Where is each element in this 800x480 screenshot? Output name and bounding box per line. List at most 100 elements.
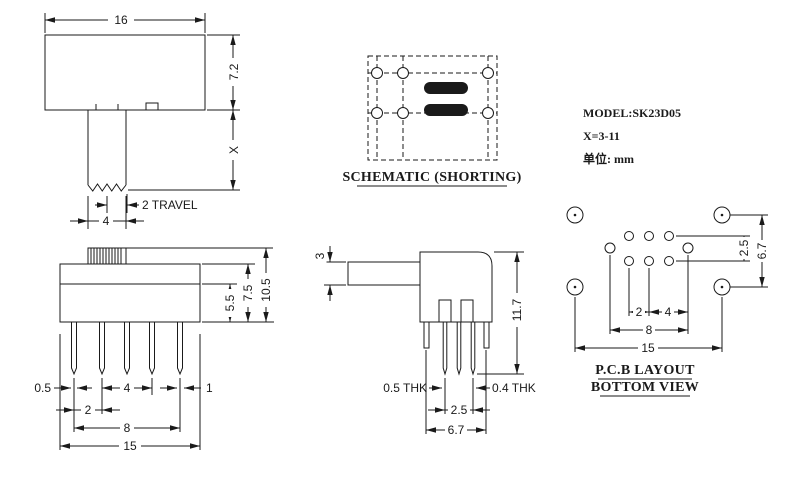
pin <box>71 321 77 376</box>
model-text: MODEL:SK23D05 <box>583 106 681 120</box>
dim-thk-right: 0.4 THK <box>476 381 536 395</box>
dim-h-7p5-text: 7.5 <box>241 284 255 301</box>
dim-pitch-outer-text: 4 <box>124 381 131 395</box>
dim-pin-span: 8 <box>74 378 181 435</box>
pins <box>71 321 183 376</box>
dim-pcb-15: 15 <box>574 297 723 355</box>
pin <box>149 321 155 376</box>
dim-total-h: 11.7 <box>477 251 524 375</box>
mount-lug <box>483 321 490 349</box>
dim-pin-span-text: 8 <box>124 421 131 435</box>
terminal-circle <box>482 107 494 119</box>
shorting-bar <box>424 104 468 116</box>
dim-stem-width-text: 4 <box>103 214 110 228</box>
dim-front-width-text: 16 <box>114 13 128 27</box>
terminal-circle <box>397 107 409 119</box>
terminal-window <box>460 299 474 323</box>
dim-h-10p5: 10.5 <box>126 247 273 322</box>
dim-pcb-hole-pitch-v-text: 6.7 <box>755 242 769 259</box>
schematic-caption: SCHEMATIC (SHORTING) <box>342 170 521 185</box>
shorting-bar <box>424 82 468 94</box>
mount-lug <box>423 321 430 349</box>
dim-pcb-row-pitch-text: 2.5 <box>737 239 751 256</box>
dim-thk-left: 0.5 THK <box>383 381 442 395</box>
dim-pcb-hole-pitch-v: 6.7 <box>730 214 769 288</box>
schematic-boundary <box>367 55 498 161</box>
dim-side-depth-text: 6.7 <box>448 423 465 437</box>
dim-body-width-text: 15 <box>123 439 137 453</box>
dim-pin-thk-text: 0.5 <box>34 381 51 395</box>
unit-text: 单位: mm <box>583 151 634 166</box>
pin <box>470 321 476 376</box>
dim-pitch-2-text: 2 <box>85 403 92 417</box>
dim-total-h-text: 11.7 <box>510 298 524 321</box>
pcb-caption-line1: P.C.B LAYOUT <box>595 363 695 378</box>
dim-pin-thk: 0.5 <box>34 381 92 395</box>
pin <box>442 321 448 376</box>
dim-thk-right-text: 0.4 THK <box>492 381 536 395</box>
pin-hole <box>664 231 674 241</box>
pin-hole <box>624 231 634 241</box>
dim-front-height-text: 7.2 <box>227 63 241 80</box>
terminal-circle <box>371 67 383 79</box>
body-latch-detail <box>145 102 159 111</box>
dim-h-7p5: 7.5 <box>202 263 255 322</box>
dim-edge-text: 1 <box>206 381 213 395</box>
dim-pcb-8: 8 <box>609 255 688 337</box>
dim-h-5p5-text: 5.5 <box>223 294 237 311</box>
pin-hole <box>644 231 654 241</box>
dim-side-pitch: 2.5 <box>428 378 490 417</box>
info-block: MODEL:SK23D05 X=3-11 单位: mm <box>583 106 681 166</box>
pcb-layout-view: 2.5 6.7 2 4 <box>566 206 769 397</box>
terminal-circle <box>482 67 494 79</box>
dim-travel: 2 TRAVEL <box>95 194 198 213</box>
schematic-view: SCHEMATIC (SHORTING) <box>342 55 521 187</box>
dim-pitch-outer: 4 <box>101 378 153 395</box>
x-range-text: X=3-11 <box>583 129 620 143</box>
front-view: 16 7.2 X 2 TRAVEL <box>44 13 241 229</box>
anchor-hole <box>604 242 616 254</box>
dim-pcb-2: 2 <box>628 268 650 319</box>
dim-pcb-2-text: 2 <box>636 305 643 319</box>
pin <box>177 321 183 376</box>
terminal-window <box>438 299 452 323</box>
dim-thk-left-text: 0.5 THK <box>383 381 427 395</box>
terminal-circle <box>371 107 383 119</box>
terminal-circle <box>397 67 409 79</box>
dim-stem-h: 3 <box>313 246 346 301</box>
pin <box>456 321 462 376</box>
front-pins-view: 5.5 7.5 10.5 0.5 <box>34 247 274 453</box>
dim-front-width: 16 <box>44 13 206 33</box>
dim-pcb-15-text: 15 <box>641 341 655 355</box>
switch-body-front <box>59 263 201 323</box>
break-line <box>87 183 127 192</box>
dim-h-5p5: 5.5 <box>202 283 274 323</box>
pin-hole <box>644 256 654 266</box>
anchor-hole <box>682 242 694 254</box>
dim-stem-width: 4 <box>70 196 144 229</box>
dim-pitch-2: 2 <box>56 378 120 432</box>
dim-edge: 1 <box>160 381 213 395</box>
dim-travel-text: 2 TRAVEL <box>142 198 198 212</box>
dim-front-height: 7.2 <box>207 34 241 111</box>
dim-pcb-4-text: 4 <box>665 305 672 319</box>
dim-side-depth: 6.7 <box>425 350 487 437</box>
actuator-stem <box>87 110 127 192</box>
actuator-side <box>347 261 421 286</box>
dim-stem-h-text: 3 <box>313 252 327 259</box>
dim-stem-length: X <box>128 110 241 191</box>
body-side-outline <box>419 251 493 323</box>
side-view: 3 11.7 0.5 THK 0.4 THK <box>313 246 536 437</box>
dim-side-pitch-text: 2.5 <box>451 403 468 417</box>
pin-hole <box>624 256 634 266</box>
dim-pcb-8-text: 8 <box>646 323 653 337</box>
dim-h-10p5-text: 10.5 <box>259 278 273 302</box>
dim-body-width: 15 <box>59 334 201 453</box>
dim-stem-length-text: X <box>227 146 241 154</box>
dim-pcb-4: 4 <box>649 255 689 334</box>
pin <box>124 321 130 376</box>
knob-hatching <box>90 248 122 264</box>
pcb-caption-line2: BOTTOM VIEW <box>591 380 699 395</box>
